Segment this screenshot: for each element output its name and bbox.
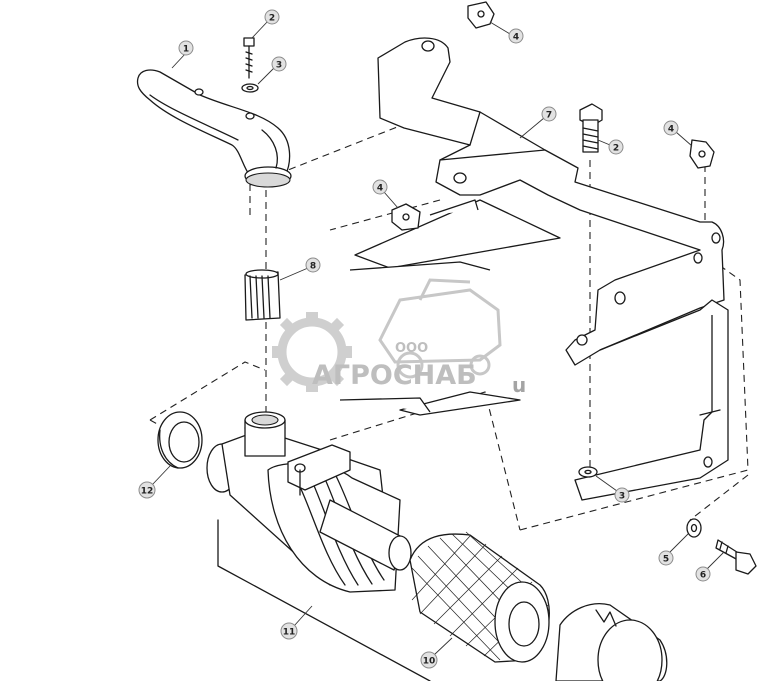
svg-text:4: 4 [668, 125, 674, 135]
washer-part [241, 83, 259, 93]
callout-2-small-bolt: 2 [251, 9, 280, 39]
harvester-logo-icon [378, 278, 502, 379]
callout-4-middle-clip: 4 [372, 179, 399, 209]
elbow-hose-part [136, 69, 292, 188]
callout-6-hex-bolt: 6 [695, 551, 725, 582]
svg-text:3: 3 [276, 61, 282, 71]
filter-end-cap-part [555, 603, 668, 681]
mounting-bracket-part [377, 37, 729, 501]
svg-text:5: 5 [663, 555, 669, 565]
svg-text:4: 4 [377, 184, 383, 194]
callout-1: 1 [171, 40, 194, 69]
small-bolt-part [243, 37, 255, 79]
callout-4-top-clip: 4 [489, 21, 524, 44]
ring-seal-part [157, 411, 203, 469]
callout-2-large-bolt: 2 [597, 139, 624, 155]
bracket-rib-plates [339, 199, 561, 416]
callout-3-lower-washer: 3 [595, 475, 630, 503]
hex-bolt-part [715, 539, 757, 575]
svg-text:6: 6 [700, 571, 706, 581]
clip-nut-part-top [467, 1, 495, 29]
large-bolt-part [579, 103, 603, 153]
hose-clamp-part [244, 269, 281, 321]
clip-nut-part-middle [391, 203, 421, 231]
gear-icon [272, 312, 352, 392]
callout-12-ring-seal: 12 [138, 465, 171, 499]
svg-text:10: 10 [423, 657, 436, 667]
svg-text:4: 4 [513, 33, 519, 43]
filter-element-part [409, 531, 550, 663]
watermark: ООО АГРОСНАБ u [272, 278, 526, 397]
svg-text:12: 12 [141, 487, 154, 497]
svg-text:11: 11 [283, 628, 296, 638]
lock-washer-part [686, 518, 702, 538]
washer-part-lower [578, 466, 598, 478]
part-11-leader-bracket [217, 519, 431, 681]
callout-8-clamp: 8 [279, 257, 321, 281]
watermark-suffix: u [512, 373, 526, 397]
svg-text:2: 2 [613, 144, 619, 154]
callout-3-washer: 3 [257, 56, 287, 85]
callout-10-filter-element: 10 [420, 637, 453, 669]
svg-text:3: 3 [619, 492, 625, 502]
watermark-brand: АГРОСНАБ [312, 360, 477, 391]
svg-text:8: 8 [310, 262, 316, 272]
watermark-prefix: ООО [395, 341, 428, 356]
callout-7-bracket: 7 [519, 106, 557, 139]
callout-4-right-clip: 4 [663, 120, 693, 147]
svg-text:7: 7 [546, 111, 552, 121]
svg-text:2: 2 [269, 14, 275, 24]
svg-text:1: 1 [183, 45, 189, 55]
air-filter-housing-part [206, 411, 412, 593]
clip-nut-part-right [689, 139, 715, 169]
callout-5-lock-washer: 5 [658, 533, 689, 566]
callout-11-housing: 11 [280, 605, 313, 640]
